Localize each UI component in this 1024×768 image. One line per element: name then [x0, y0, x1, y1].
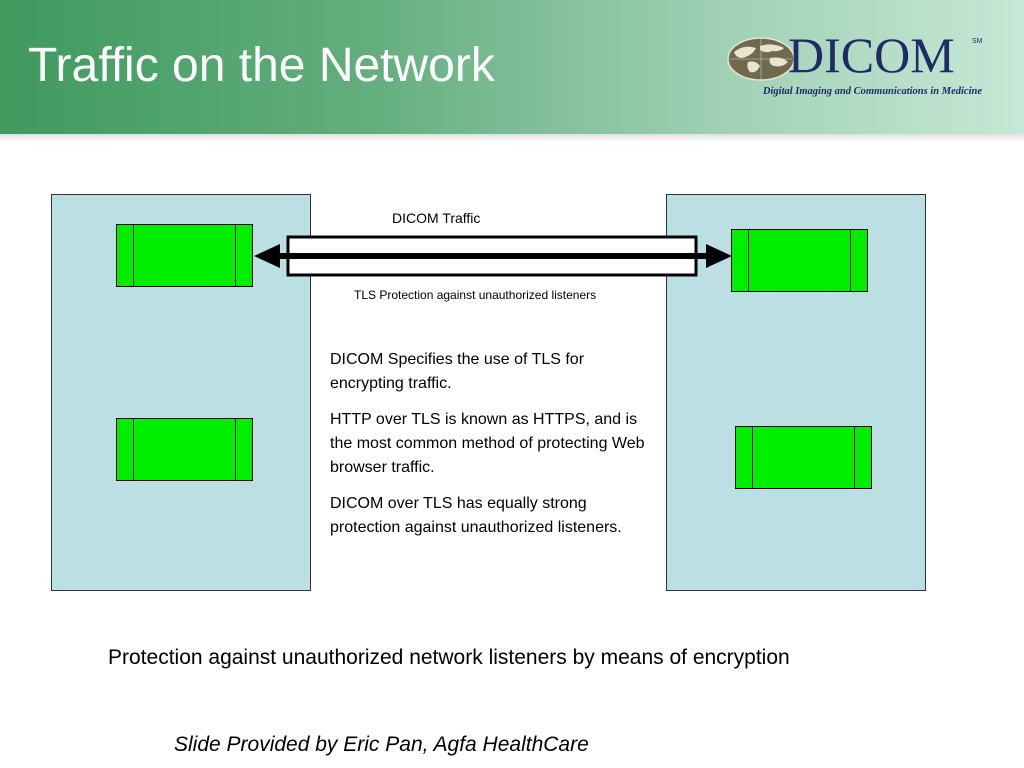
- logo-wordmark: DICOM: [788, 27, 955, 83]
- slide-title: Traffic on the Network: [28, 39, 495, 92]
- tls-traffic-arrow: [254, 235, 732, 277]
- dicom-logo: DICOM SM Digital Imaging and Communicati…: [726, 30, 996, 104]
- logo-tagline: Digital Imaging and Communications in Me…: [762, 86, 982, 97]
- slide-credit: Slide Provided by Eric Pan, Agfa HealthC…: [174, 733, 589, 756]
- header-shadow: [0, 134, 1024, 142]
- dicom-traffic-label: DICOM Traffic: [392, 210, 481, 226]
- paragraph-dicom-tls: DICOM over TLS has equally strong protec…: [330, 495, 622, 536]
- left-bottom-module: [116, 418, 253, 481]
- slide-header: [0, 0, 1024, 134]
- right-bottom-module: [735, 426, 872, 489]
- paragraph-https: HTTP over TLS is known as HTTPS, and is …: [330, 411, 645, 476]
- arrowhead-right: [706, 244, 732, 268]
- paragraph-tls: DICOM Specifies the use of TLS for encry…: [330, 351, 585, 392]
- globe-icon: [727, 37, 795, 81]
- logo-service-mark: SM: [972, 38, 983, 45]
- tls-protection-label: TLS Protection against unauthorized list…: [354, 288, 597, 302]
- explanation-text: DICOM Specifies the use of TLS for encry…: [330, 348, 650, 552]
- arrowhead-left: [254, 244, 280, 268]
- left-top-module: [116, 224, 253, 287]
- right-top-module: [731, 229, 868, 292]
- slide-caption: Protection against unauthorized network …: [108, 646, 790, 669]
